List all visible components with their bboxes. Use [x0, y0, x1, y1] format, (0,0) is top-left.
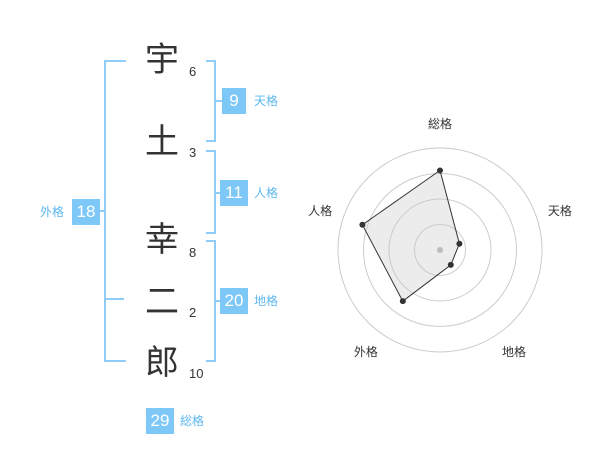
- stroke-count-5: 10: [189, 366, 204, 381]
- radar-data-area: [361, 169, 460, 302]
- radar-axis-label-5: 人格: [308, 203, 332, 218]
- soukaku-label: 総格: [180, 414, 205, 428]
- gaikaku-bracket: [104, 60, 126, 362]
- tenkaku-label: 天格: [254, 94, 279, 108]
- stroke-count-3: 8: [189, 245, 197, 260]
- bracket-connector-tenkaku: [214, 100, 222, 102]
- stroke-count-4: 2: [189, 305, 197, 320]
- chikaku-label: 地格: [254, 294, 279, 308]
- gaikaku-badge: 18: [72, 199, 100, 225]
- name-char-5: 郎: [145, 343, 179, 383]
- gaikaku-bracket-divider: [104, 298, 124, 300]
- gaikaku-label: 外格: [40, 205, 65, 219]
- radar-point-4: [399, 298, 406, 305]
- soukaku-badge: 29: [146, 408, 174, 434]
- radar-axis-label-1: 総格: [428, 116, 452, 131]
- stroke-count-1: 6: [189, 64, 197, 79]
- name-char-2: 土: [145, 122, 179, 162]
- radar-point-1: [437, 167, 443, 174]
- bracket-connector-jinkaku: [214, 192, 222, 194]
- chikaku-badge: 20: [220, 288, 248, 314]
- jinkaku-badge: 11: [220, 180, 248, 206]
- radar-center-dot: [437, 247, 443, 253]
- jinkaku-label: 人格: [254, 186, 279, 200]
- radar-point-5: [359, 221, 366, 228]
- radar-ring-4: [337, 147, 543, 353]
- radar-ring-1: [414, 224, 466, 276]
- name-char-1: 宇: [145, 40, 179, 80]
- name-char-3: 幸: [145, 220, 179, 260]
- radar-ring-3: [363, 173, 517, 327]
- bracket-connector-chikaku: [214, 300, 222, 302]
- radar-point-3: [447, 261, 454, 268]
- radar-axis-label-4: 外格: [354, 344, 378, 359]
- radar-axis-label-3: 地格: [502, 344, 526, 359]
- bracket-connector-gaikaku: [98, 210, 104, 212]
- name-char-4: 二: [145, 282, 179, 322]
- stroke-count-2: 3: [189, 145, 197, 160]
- radar-point-2: [456, 240, 463, 247]
- radar-ring-2: [388, 198, 492, 302]
- radar-axis-label-2: 天格: [548, 203, 572, 218]
- tenkaku-badge: 9: [222, 88, 246, 114]
